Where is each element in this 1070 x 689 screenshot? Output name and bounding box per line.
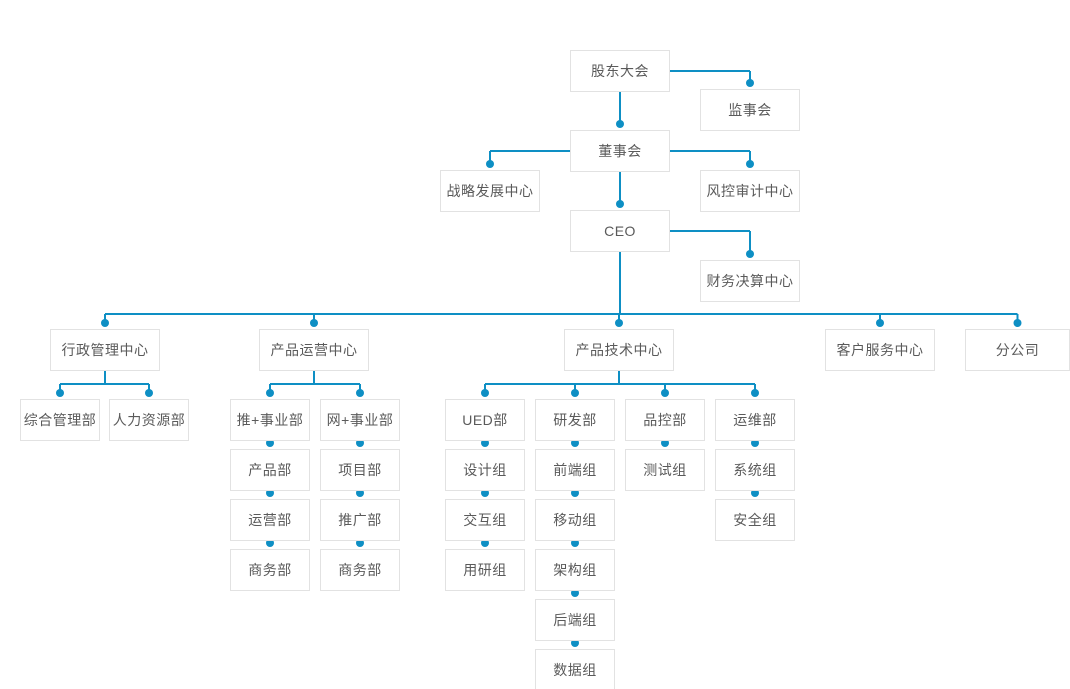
connector-dot bbox=[615, 319, 623, 327]
org-node[interactable]: CEO bbox=[570, 210, 670, 252]
connector-dot bbox=[746, 79, 754, 87]
org-node[interactable]: 品控部 bbox=[625, 399, 705, 441]
org-node[interactable]: 商务部 bbox=[320, 549, 400, 591]
connector-dot bbox=[486, 160, 494, 168]
org-node[interactable]: 用研组 bbox=[445, 549, 525, 591]
org-node[interactable]: 运营部 bbox=[230, 499, 310, 541]
org-node[interactable]: 项目部 bbox=[320, 449, 400, 491]
org-node[interactable]: UED部 bbox=[445, 399, 525, 441]
org-node[interactable]: 战略发展中心 bbox=[440, 170, 540, 212]
connector-dot bbox=[56, 389, 64, 397]
org-node[interactable]: 数据组 bbox=[535, 649, 615, 689]
org-node[interactable]: 架构组 bbox=[535, 549, 615, 591]
connector-dot bbox=[481, 389, 489, 397]
org-node[interactable]: 推广部 bbox=[320, 499, 400, 541]
org-node[interactable]: 商务部 bbox=[230, 549, 310, 591]
org-node[interactable]: 综合管理部 bbox=[20, 399, 100, 441]
org-node[interactable]: 测试组 bbox=[625, 449, 705, 491]
org-node[interactable]: 研发部 bbox=[535, 399, 615, 441]
org-node[interactable]: 设计组 bbox=[445, 449, 525, 491]
org-node[interactable]: 产品运营中心 bbox=[259, 329, 369, 371]
connector-dot bbox=[616, 200, 624, 208]
org-node[interactable]: 前端组 bbox=[535, 449, 615, 491]
org-node[interactable]: 风控审计中心 bbox=[700, 170, 800, 212]
connector-dot bbox=[356, 389, 364, 397]
connector-dot bbox=[746, 250, 754, 258]
org-node[interactable]: 后端组 bbox=[535, 599, 615, 641]
org-node[interactable]: 移动组 bbox=[535, 499, 615, 541]
connector-dot bbox=[266, 389, 274, 397]
org-node[interactable]: 财务决算中心 bbox=[700, 260, 800, 302]
org-node[interactable]: 董事会 bbox=[570, 130, 670, 172]
org-node[interactable]: 人力资源部 bbox=[109, 399, 189, 441]
org-node[interactable]: 系统组 bbox=[715, 449, 795, 491]
connector-dot bbox=[101, 319, 109, 327]
connector-dot bbox=[310, 319, 318, 327]
connector-dot bbox=[661, 389, 669, 397]
connector-dot bbox=[751, 389, 759, 397]
org-node[interactable]: 客户服务中心 bbox=[825, 329, 935, 371]
org-node[interactable]: 行政管理中心 bbox=[50, 329, 160, 371]
connector-dot bbox=[876, 319, 884, 327]
org-node[interactable]: 运维部 bbox=[715, 399, 795, 441]
org-node[interactable]: 网+事业部 bbox=[320, 399, 400, 441]
org-node[interactable]: 推+事业部 bbox=[230, 399, 310, 441]
org-node[interactable]: 股东大会 bbox=[570, 50, 670, 92]
org-node[interactable]: 产品部 bbox=[230, 449, 310, 491]
org-node[interactable]: 监事会 bbox=[700, 89, 800, 131]
org-node[interactable]: 交互组 bbox=[445, 499, 525, 541]
connector-dot bbox=[616, 120, 624, 128]
org-node[interactable]: 安全组 bbox=[715, 499, 795, 541]
connector-dot bbox=[571, 389, 579, 397]
connector-dot bbox=[746, 160, 754, 168]
connector-dot bbox=[1013, 319, 1022, 327]
org-node[interactable]: 分公司 bbox=[965, 329, 1070, 371]
connector-dot bbox=[145, 389, 153, 397]
org-node[interactable]: 产品技术中心 bbox=[564, 329, 674, 371]
